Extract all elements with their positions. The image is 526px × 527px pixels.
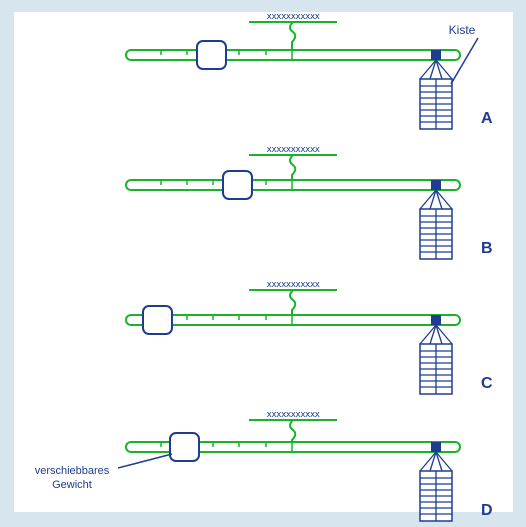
crate-b [419,179,453,260]
hook-c [289,289,297,318]
beam-d [125,441,461,453]
scale-b: B [125,144,493,260]
ceiling-b [248,144,338,156]
kiste-label: Kiste [449,23,476,37]
sliding-weight-c [142,305,173,335]
ticks-c [186,313,293,325]
weight-annotation: verschiebbares Gewicht [35,453,173,491]
ticks-b [160,178,293,190]
sliding-weight-d [169,432,200,462]
kiste-annotation: Kiste [449,23,479,85]
crate-d [419,441,453,522]
ceiling-a [248,11,338,23]
weight-pointer [117,453,173,469]
weight-label-line2: Gewicht [52,479,92,491]
crate-a [419,49,453,130]
scale-label-d: D [481,502,493,519]
scale-c: C [125,279,493,395]
hook-b [289,154,297,184]
scale-label-a: A [481,110,493,127]
scale-label-c: C [481,375,493,392]
sliding-weight-a [196,40,227,70]
crate-c [419,314,453,395]
kiste-pointer [450,37,479,85]
beam-b [125,179,461,191]
scale-d: D [125,409,493,522]
ticks-a [160,48,293,60]
beam-a [125,49,461,61]
beam-c [125,314,461,326]
hook-a [289,21,297,54]
scale-a: A [125,11,493,130]
ceiling-d [248,409,338,421]
hook-d [289,419,297,447]
ticks-d [160,440,293,452]
ceiling-c [248,279,338,291]
scale-label-b: B [481,240,493,257]
weight-label-line1: verschiebbares [35,465,110,477]
sliding-weight-b [222,170,253,200]
